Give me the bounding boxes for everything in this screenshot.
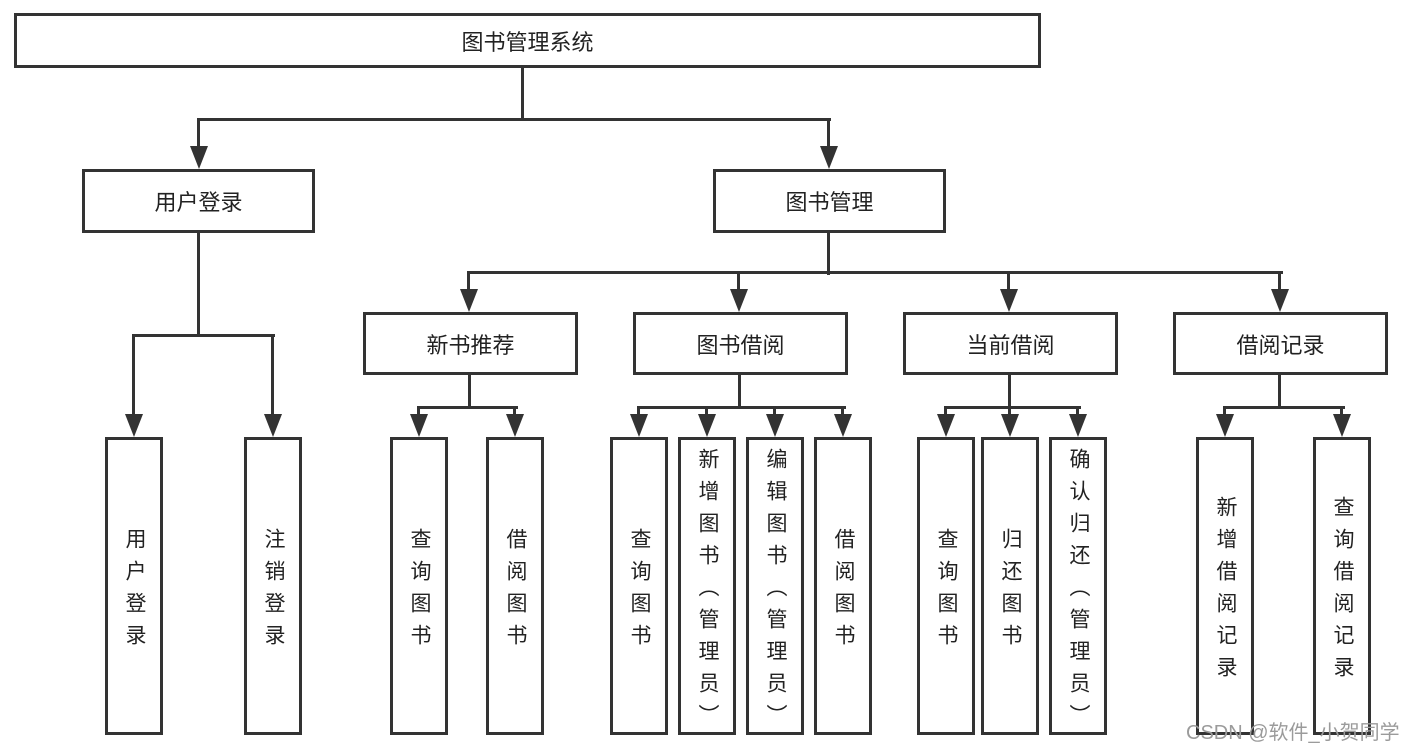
- leaf-borrow-books-recommend-label: 借阅图书: [504, 527, 527, 656]
- connector-line: [827, 119, 830, 148]
- node-book-management: 图书管理: [713, 169, 946, 233]
- node-book-borrowing: 图书借阅: [633, 312, 848, 375]
- connector-line: [467, 272, 470, 291]
- leaf-search-books-borrow: 查询图书: [610, 437, 668, 735]
- leaf-confirm-return-admin-label: 确认归还（管理员）: [1067, 447, 1090, 736]
- leaf-logout: 注销登录: [244, 437, 302, 735]
- leaf-edit-book-admin-label: 编辑图书（管理员）: [764, 447, 787, 736]
- leaf-borrow-books-recommend: 借阅图书: [486, 437, 544, 735]
- arrow-down-icon: [834, 414, 852, 437]
- node-book-management-label: 图书管理: [785, 190, 874, 215]
- connector-line: [1007, 272, 1010, 291]
- leaf-user-login-label: 用户登录: [123, 527, 146, 656]
- connector-line: [1008, 375, 1011, 408]
- leaf-search-books-current: 查询图书: [917, 437, 975, 735]
- connector-line: [773, 407, 776, 416]
- leaf-add-book-admin-label: 新增图书（管理员）: [696, 447, 719, 736]
- node-user-login: 用户登录: [82, 169, 315, 233]
- leaf-borrow-book: 借阅图书: [814, 437, 872, 735]
- leaf-search-books-recommend-label: 查询图书: [408, 527, 431, 656]
- node-root-label: 图书管理系统: [461, 29, 594, 55]
- connector-line: [841, 407, 844, 416]
- arrow-down-icon: [1001, 414, 1019, 437]
- connector-line: [1076, 407, 1079, 416]
- node-user-login-label: 用户登录: [154, 190, 243, 215]
- connector-line: [1008, 407, 1011, 416]
- arrow-down-icon: [630, 414, 648, 437]
- connector-line: [468, 375, 471, 408]
- connector-line: [197, 233, 200, 337]
- leaf-return-book: 归还图书: [981, 437, 1039, 735]
- connector-line: [467, 271, 1283, 274]
- connector-line: [637, 407, 640, 416]
- connector-line: [521, 68, 524, 120]
- connector-line: [1340, 407, 1343, 416]
- node-borrow-records-label: 借阅记录: [1236, 332, 1325, 358]
- connector-line: [944, 406, 1081, 409]
- arrow-down-icon: [698, 414, 716, 437]
- connector-line: [197, 118, 831, 121]
- connector-line: [1278, 272, 1281, 291]
- leaf-edit-book-admin: 编辑图书（管理员）: [746, 437, 804, 736]
- node-root: 图书管理系统: [14, 13, 1041, 68]
- connector-line: [132, 334, 275, 337]
- leaf-search-books-borrow-label: 查询图书: [628, 527, 651, 656]
- connector-line: [197, 119, 200, 148]
- leaf-search-borrow-record-label: 查询借阅记录: [1331, 495, 1354, 688]
- arrow-down-icon: [766, 414, 784, 437]
- leaf-add-book-admin: 新增图书（管理员）: [678, 437, 736, 736]
- leaf-borrow-book-label: 借阅图书: [832, 527, 855, 656]
- connector-line: [271, 335, 274, 416]
- leaf-add-borrow-record: 新增借阅记录: [1196, 437, 1254, 735]
- arrow-down-icon: [125, 414, 143, 437]
- connector-line: [944, 407, 947, 416]
- leaf-return-book-label: 归还图书: [999, 527, 1022, 656]
- node-current-borrowing: 当前借阅: [903, 312, 1118, 375]
- leaf-search-borrow-record: 查询借阅记录: [1313, 437, 1371, 735]
- connector-line: [132, 335, 135, 416]
- node-new-book-recommend-label: 新书推荐: [426, 332, 515, 358]
- arrow-down-icon: [410, 414, 428, 437]
- connector-line: [827, 233, 830, 275]
- connector-line: [1278, 375, 1281, 408]
- leaf-search-books-current-label: 查询图书: [935, 527, 958, 656]
- connector-line: [1223, 407, 1226, 416]
- arrow-down-icon: [460, 289, 478, 312]
- watermark: CSDN @软件_小贺同学: [1186, 722, 1400, 744]
- connector-line: [417, 407, 420, 416]
- arrow-down-icon: [937, 414, 955, 437]
- connector-line: [637, 406, 846, 409]
- connector-line: [417, 406, 518, 409]
- leaf-search-books-recommend: 查询图书: [390, 437, 448, 735]
- node-new-book-recommend: 新书推荐: [363, 312, 578, 375]
- leaf-add-borrow-record-label: 新增借阅记录: [1214, 495, 1237, 688]
- connector-line: [705, 407, 708, 416]
- node-current-borrowing-label: 当前借阅: [966, 332, 1055, 358]
- connector-line: [737, 272, 740, 291]
- node-book-borrowing-label: 图书借阅: [696, 332, 785, 358]
- arrow-down-icon: [820, 146, 838, 169]
- leaf-confirm-return-admin: 确认归还（管理员）: [1049, 437, 1107, 736]
- node-borrow-records: 借阅记录: [1173, 312, 1388, 375]
- arrow-down-icon: [1271, 289, 1289, 312]
- leaf-user-login: 用户登录: [105, 437, 163, 735]
- arrow-down-icon: [1000, 289, 1018, 312]
- connector-line: [738, 375, 741, 408]
- connector-line: [1223, 406, 1345, 409]
- arrow-down-icon: [1333, 414, 1351, 437]
- arrow-down-icon: [1216, 414, 1234, 437]
- arrow-down-icon: [506, 414, 524, 437]
- arrow-down-icon: [1069, 414, 1087, 437]
- connector-line: [513, 407, 516, 416]
- arrow-down-icon: [264, 414, 282, 437]
- arrow-down-icon: [730, 289, 748, 312]
- leaf-logout-label: 注销登录: [262, 527, 285, 656]
- arrow-down-icon: [190, 146, 208, 169]
